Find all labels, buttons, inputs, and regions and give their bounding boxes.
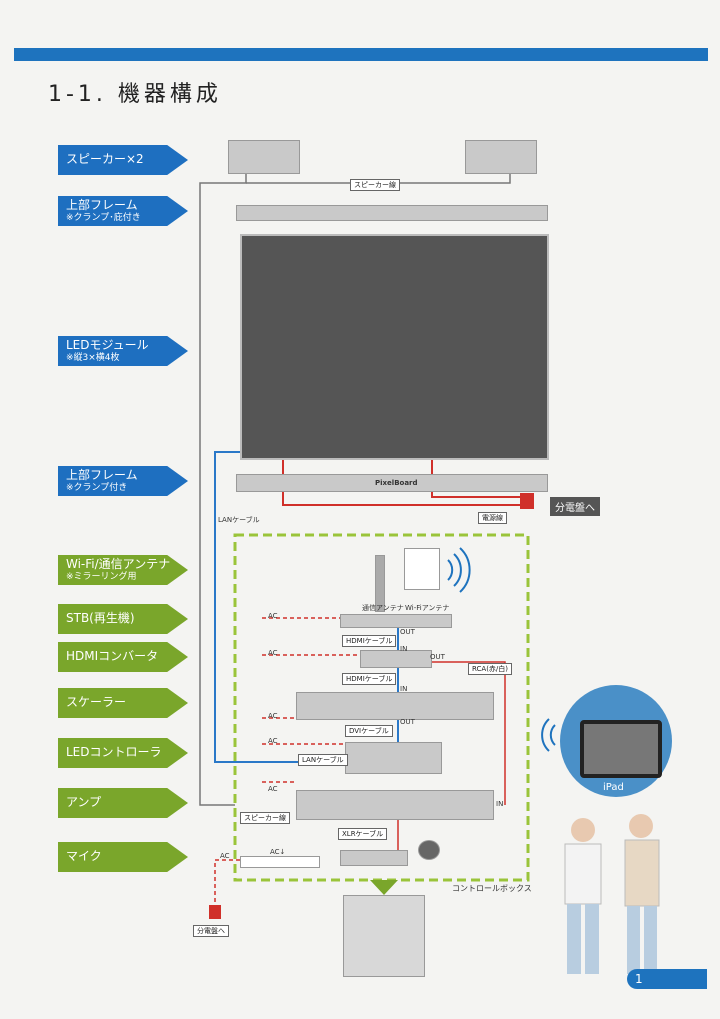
mic-receiver — [340, 850, 408, 866]
people-illustration — [564, 814, 660, 974]
speaker-right — [465, 140, 537, 174]
ac-label: AC — [268, 612, 278, 620]
microphone — [418, 840, 440, 860]
led-controller-device — [345, 742, 442, 774]
label-bottom-frame: 上部フレーム※クランプ付き — [58, 466, 188, 496]
comm-antenna — [375, 555, 385, 612]
hdmi-cable-label-2: HDMIケーブル — [342, 673, 397, 685]
stb-out: OUT — [400, 628, 415, 636]
stb-device — [340, 614, 452, 628]
ac-label-6: AC — [220, 852, 230, 860]
power-strip — [240, 856, 320, 868]
dvi-cable-label: DVIケーブル — [345, 725, 393, 737]
scaler-out: OUT — [400, 718, 415, 726]
hdmi-cable-label-1: HDMIケーブル — [342, 635, 397, 647]
scaler-device — [296, 692, 494, 720]
label-stb: STB(再生機) — [58, 604, 188, 634]
wifi-antenna-label: Wi-Fiアンテナ — [405, 604, 450, 612]
ac-label-5: AC — [268, 785, 278, 793]
label-scaler: スケーラー — [58, 688, 188, 718]
label-amp: アンプ — [58, 788, 188, 818]
speaker-cable-label: スピーカー線 — [350, 179, 400, 191]
lan-controller-label: LANケーブル — [298, 754, 348, 766]
label-top-frame: 上部フレーム※クランプ･庇付き — [58, 196, 188, 226]
scaler-in: IN — [400, 685, 408, 693]
label-antenna: Wi-Fi/通信アンテナ※ミラーリング用 — [58, 555, 188, 585]
page-title: 1-1. 機器構成 — [48, 82, 222, 107]
amp-device — [296, 790, 494, 820]
ac-label-4: AC — [268, 737, 278, 745]
label-mic: マイク — [58, 842, 188, 872]
page-number: 1 — [627, 969, 707, 989]
ac-down-label: AC↓ — [270, 848, 286, 856]
brand-label: PixelBoard — [375, 479, 418, 487]
speaker-left — [228, 140, 300, 174]
label-led-controller: LEDコントローラ — [58, 738, 188, 768]
rca-cable-label: RCA(赤/白) — [468, 663, 513, 675]
ac-label-3: AC — [268, 712, 278, 720]
header-bar — [14, 48, 708, 61]
control-box-cabinet — [343, 895, 425, 977]
ipad-icon — [580, 720, 662, 778]
xlr-cable-label: XLRケーブル — [338, 828, 388, 840]
amp-in: IN — [496, 800, 504, 808]
comm-antenna-label: 通信アンテナ — [362, 604, 404, 612]
panel-destination: 分電盤へ — [550, 497, 600, 516]
conv-in: IN — [400, 645, 408, 653]
ac-label-2: AC — [268, 649, 278, 657]
power-cable-label: 電源線 — [478, 512, 507, 524]
panel-dest-small-label: 分電盤へ — [193, 925, 229, 937]
label-speakers: スピーカー×2 — [58, 145, 188, 175]
label-hdmi-converter: HDMIコンバータ — [58, 642, 188, 672]
top-frame — [236, 205, 548, 221]
hdmi-converter — [360, 650, 432, 668]
ipad-label: iPad — [603, 782, 624, 793]
wifi-antenna — [404, 548, 440, 590]
conv-out: OUT — [430, 653, 445, 661]
control-box-label: コントロールボックス — [452, 884, 532, 893]
bottom-frame — [236, 474, 548, 492]
lan-cable-label: LANケーブル — [218, 516, 260, 524]
label-led-module: LEDモジュール※縦3×横4枚 — [58, 336, 188, 366]
speaker-cable-label-2: スピーカー線 — [240, 812, 290, 824]
led-wall — [240, 234, 549, 460]
